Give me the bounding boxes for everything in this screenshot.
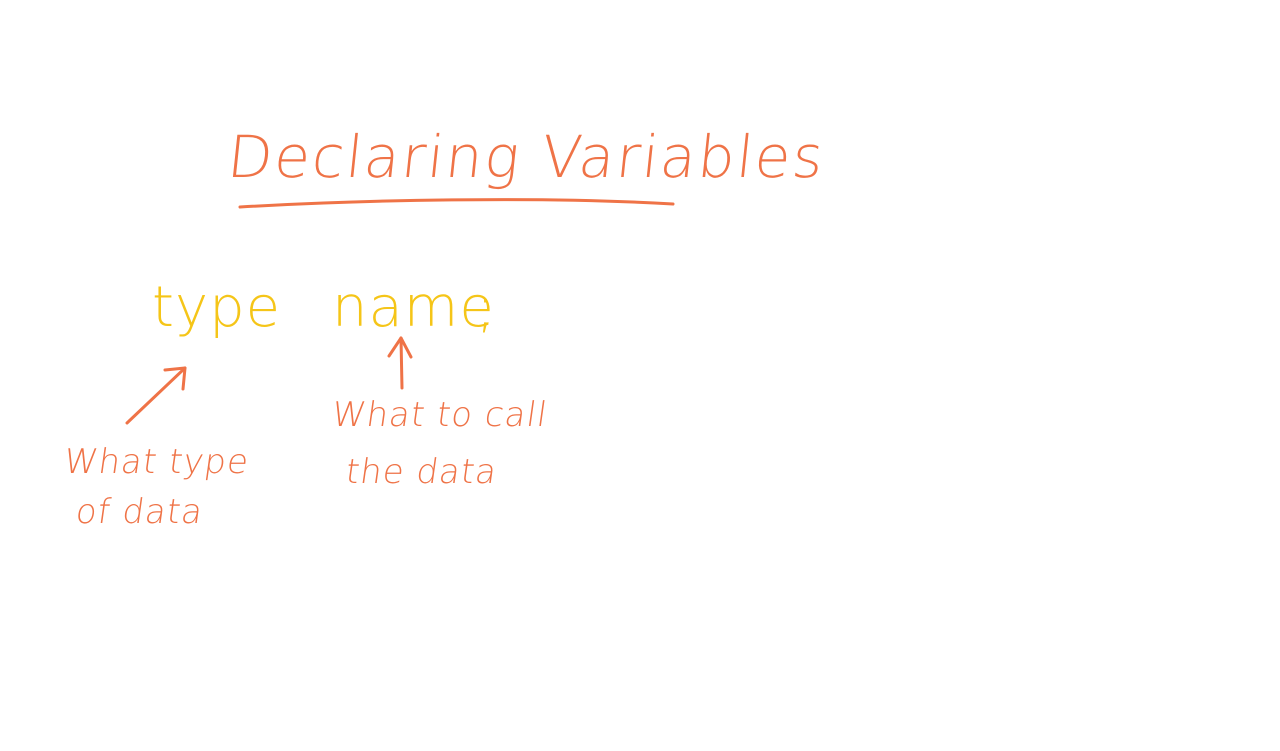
board-title: Declaring Variables: [224, 123, 829, 191]
name-annotation-line-1: What to call: [329, 395, 551, 435]
name-annotation-line-2: the data: [343, 452, 501, 492]
arrow-up-icon: [387, 336, 413, 390]
title-underline: [238, 198, 675, 209]
code-type-keyword: type: [152, 275, 282, 340]
code-semicolon: ;: [476, 275, 496, 340]
code-name-keyword: name: [332, 275, 495, 340]
type-annotation-line-2: of data: [73, 492, 206, 532]
arrow-up-right-icon: [125, 366, 187, 425]
type-annotation-line-1: What type: [61, 442, 252, 482]
